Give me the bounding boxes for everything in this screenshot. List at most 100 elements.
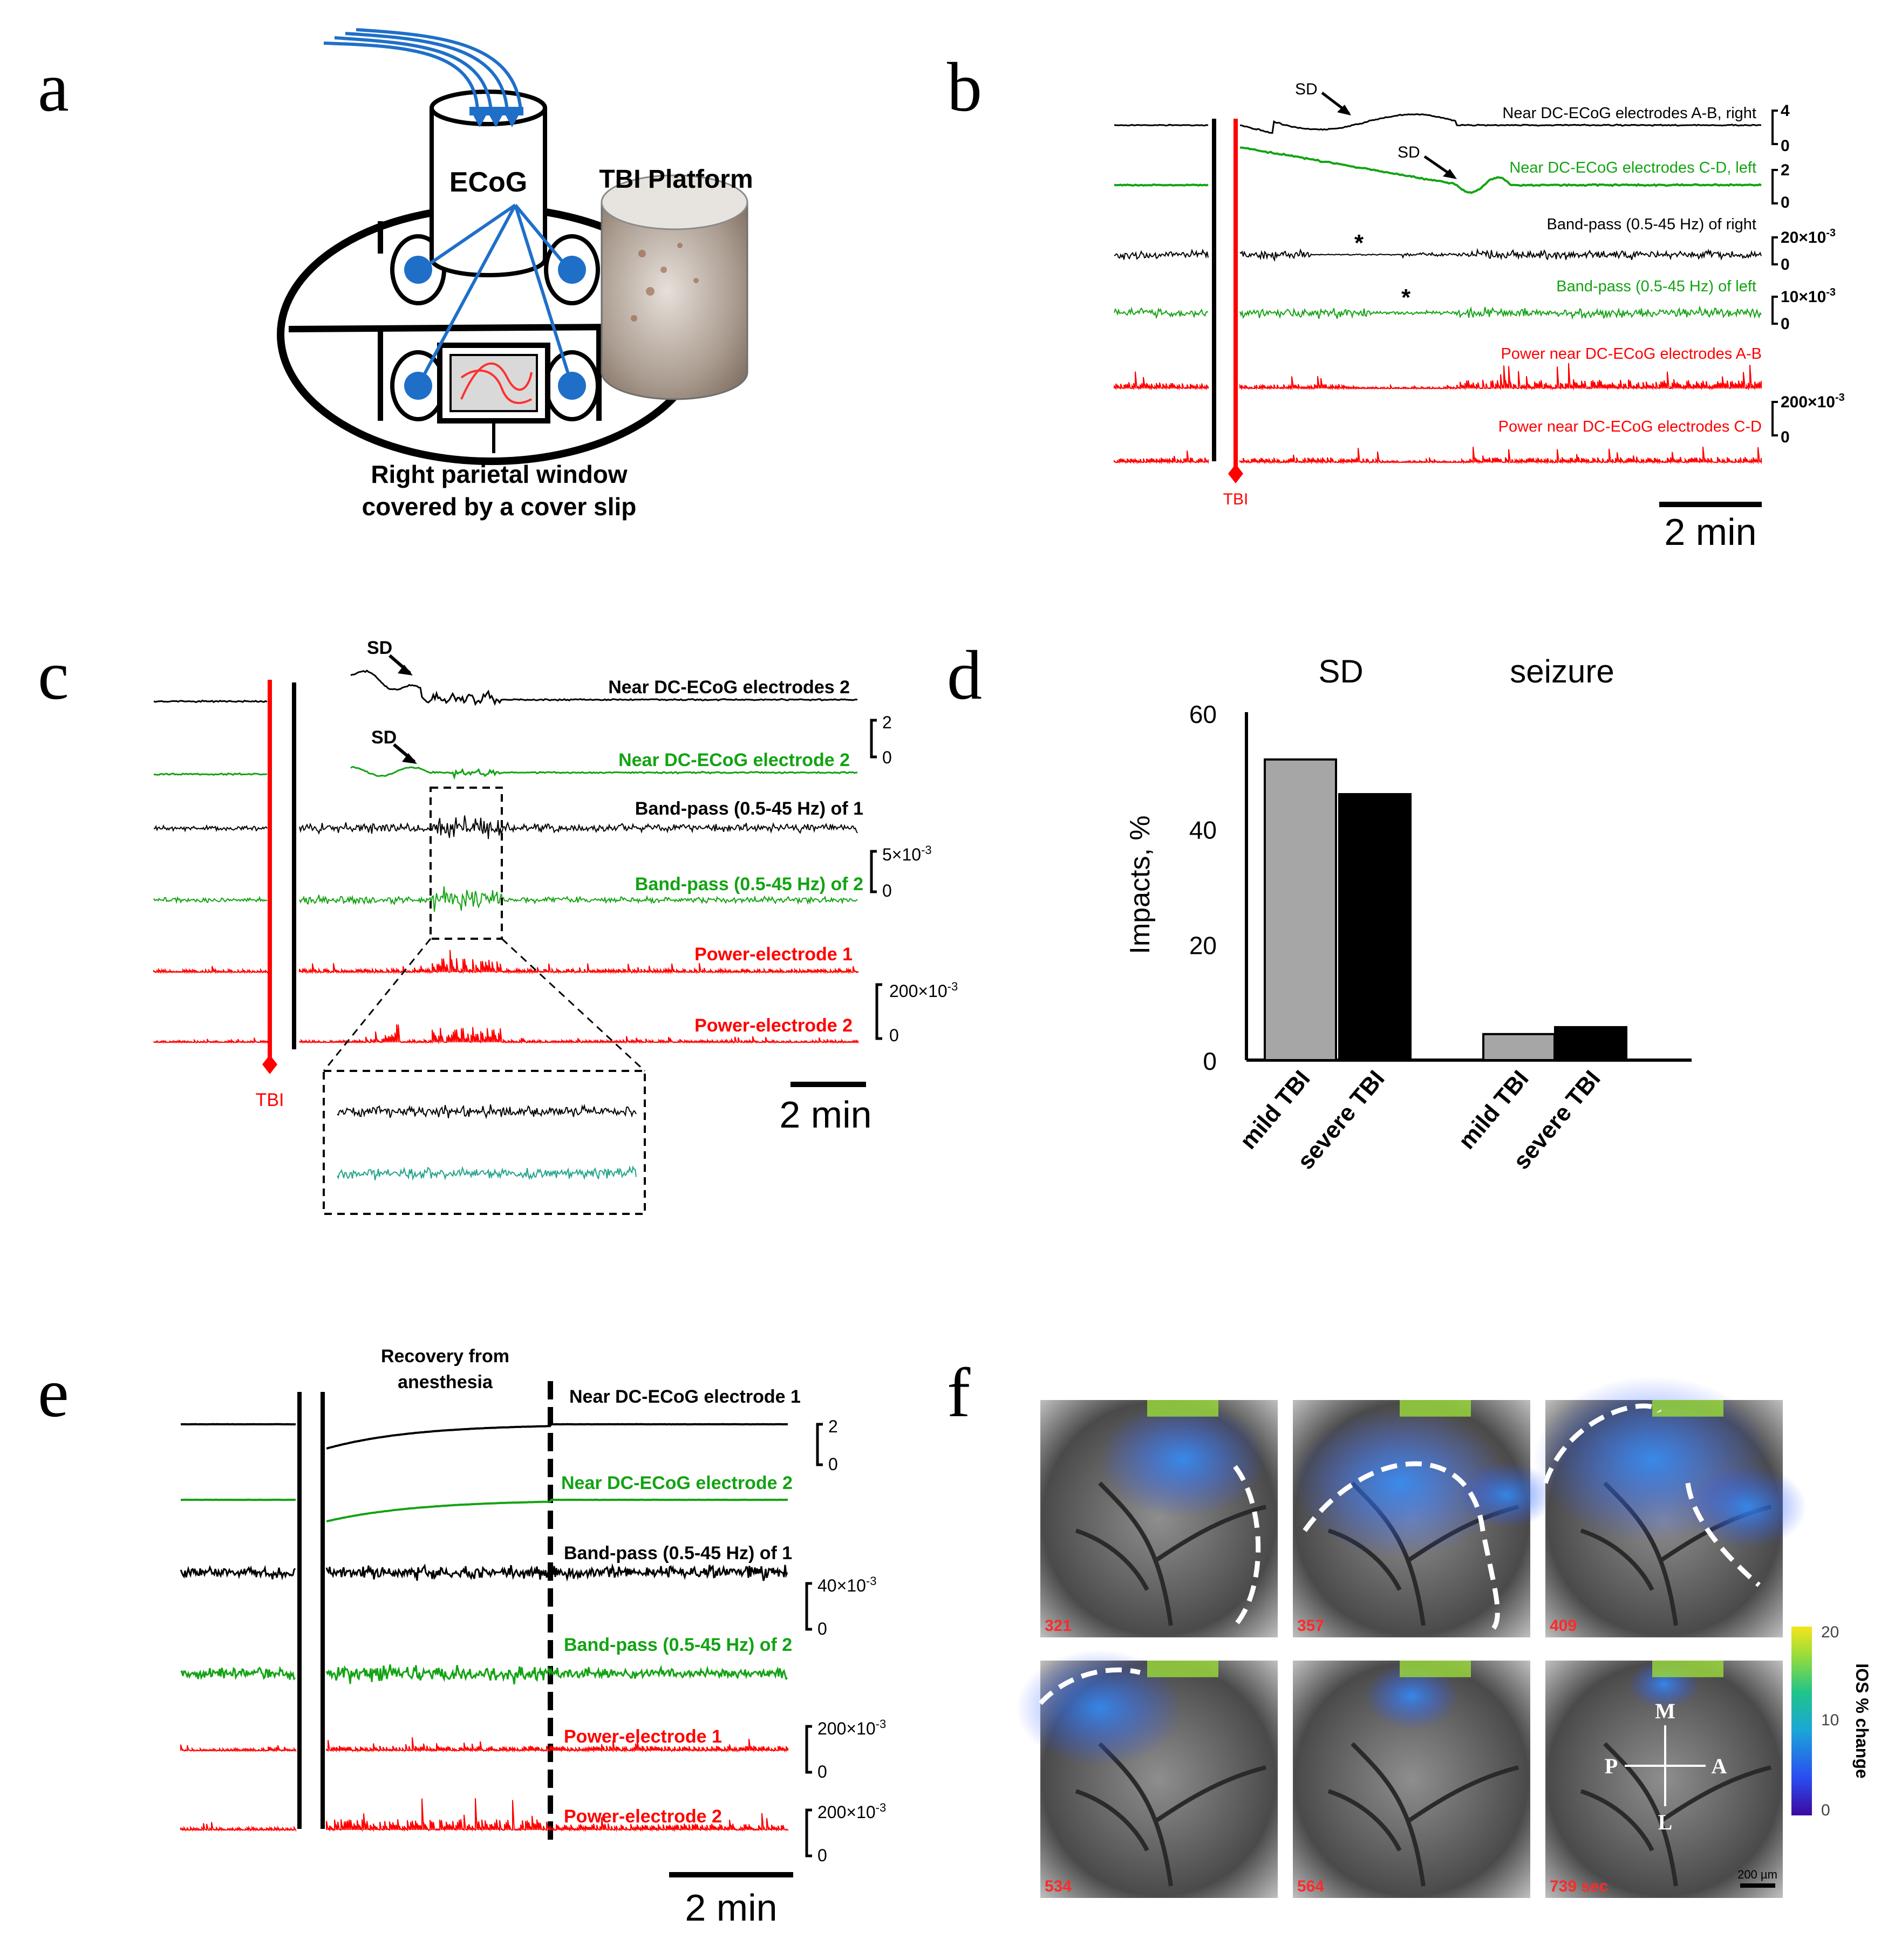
f-colorbar-tick-2: 0 — [1821, 1801, 1830, 1819]
svg-text:0: 0 — [882, 881, 892, 900]
c-trace-dc-2 — [350, 766, 858, 780]
panel-b-traces: TBI SD SD * * Near DC-ECoG electrodes A-… — [1114, 80, 1845, 553]
c-inset-box — [323, 1070, 646, 1215]
c-trace-bp-2 — [299, 886, 858, 912]
c-trace-bp-2 — [153, 896, 268, 904]
f-sd-wavefront — [1038, 1667, 1141, 1705]
b-trace-bp-right — [1114, 248, 1209, 260]
e-trace-power-1 — [180, 1744, 296, 1753]
e-trace-bp-2 — [325, 1664, 788, 1685]
f-ios-signal — [1017, 1650, 1183, 1766]
b-trace-dc-right — [1114, 124, 1209, 127]
panel-letter-c: c — [38, 637, 69, 714]
svg-text:10×10-3: 10×10-3 — [1781, 286, 1836, 306]
svg-text:2: 2 — [1781, 161, 1790, 179]
f-compass-label: P — [1605, 1754, 1618, 1778]
b-asterisk-1: * — [1354, 230, 1364, 256]
b-scale-0: 4 0 — [1771, 102, 1790, 155]
svg-text:5×10-3: 5×10-3 — [882, 843, 932, 864]
e-trace-label-3: Band-pass (0.5-45 Hz) of 2 — [564, 1635, 792, 1655]
e-scale-1: 40×10-3 0 — [805, 1574, 876, 1638]
c-trace-bp-1 — [299, 815, 858, 839]
b-scale-2: 20×10-3 0 — [1771, 227, 1836, 274]
c-scale-1: 5×10-3 0 — [870, 843, 932, 900]
d-group-title-0: SD — [1318, 653, 1363, 689]
d-group-title-1: seizure — [1510, 653, 1614, 689]
c-scale-2: 200×10-3 0 — [875, 980, 958, 1045]
e-trace-power-2 — [326, 1798, 788, 1832]
e-recovery-line1: Recovery from — [381, 1346, 509, 1367]
e-time-scalebar-label: 2 min — [685, 1887, 777, 1929]
f-ios-signal — [1364, 1663, 1459, 1730]
svg-text:0: 0 — [1781, 256, 1790, 274]
c-trace-power-2 — [153, 1037, 268, 1044]
b-trace-label-2: Band-pass (0.5-45 Hz) of right — [1547, 216, 1756, 233]
b-trace-dc-left — [1239, 146, 1762, 194]
c-trace-power-1 — [299, 950, 858, 974]
b-trace-power-cd — [1114, 450, 1209, 465]
svg-text:4: 4 — [1781, 102, 1790, 120]
svg-text:2: 2 — [828, 1417, 838, 1436]
b-trace-power-ab — [1239, 363, 1762, 391]
f-frame: 534 — [1017, 1650, 1278, 1898]
f-sd-wavefront — [1233, 1465, 1261, 1627]
e-trace-power-2 — [180, 1822, 296, 1832]
svg-text:200×10-3: 200×10-3 — [889, 980, 958, 1001]
f-colorbar — [1791, 1627, 1812, 1815]
c-zoom-box — [430, 787, 503, 940]
c-trace-label-4: Power-electrode 1 — [694, 944, 853, 965]
d-ytick-label: 0 — [1203, 1047, 1217, 1075]
f-frame: 409 — [1534, 1376, 1807, 1637]
svg-text:0: 0 — [889, 1026, 899, 1045]
b-trace-label-0: Near DC-ECoG electrodes A-B, right — [1502, 105, 1756, 122]
svg-text:40×10-3: 40×10-3 — [817, 1574, 876, 1595]
e-trace-label-0: Near DC-ECoG electrode 1 — [569, 1387, 801, 1407]
f-frame-time: 357 — [1297, 1617, 1324, 1635]
d-bar — [1482, 1033, 1556, 1062]
f-colorbar-title: IOS % change — [1852, 1663, 1872, 1778]
c-trace-dc-1 — [153, 699, 268, 704]
b-trace-power-ab — [1114, 371, 1209, 391]
c-trace-label-1: Near DC-ECoG electrode 2 — [618, 750, 850, 770]
e-trace-label-1: Near DC-ECoG electrode 2 — [561, 1473, 793, 1493]
window-label-line1: Right parietal window — [371, 460, 628, 488]
e-scale-3: 200×10-3 0 — [805, 1801, 886, 1865]
f-compass-label: A — [1712, 1754, 1727, 1778]
d-ytick-label: 40 — [1189, 816, 1217, 844]
b-scale-4: 200×10-3 0 — [1771, 392, 1845, 446]
c-trace-label-5: Power-electrode 2 — [694, 1015, 853, 1036]
d-bar — [1264, 758, 1337, 1061]
e-trace-bp-1 — [180, 1565, 296, 1581]
e-scale-2: 200×10-3 0 — [805, 1717, 886, 1781]
c-trace-power-1 — [153, 966, 268, 974]
svg-text:0: 0 — [817, 1846, 827, 1865]
b-trace-label-1: Near DC-ECoG electrodes C-D, left — [1509, 159, 1756, 176]
svg-text:0: 0 — [1781, 137, 1790, 155]
svg-text:200×10-3: 200×10-3 — [1781, 392, 1845, 411]
e-scale-0: 2 0 — [816, 1417, 838, 1474]
svg-text:0: 0 — [817, 1619, 827, 1638]
f-frame-time: 564 — [1297, 1877, 1324, 1895]
f-sd-wavefront — [1543, 1403, 1761, 1587]
b-trace-dc-right — [1239, 113, 1762, 134]
f-frame-time: 321 — [1045, 1617, 1072, 1635]
f-ios-signal — [1293, 1408, 1507, 1558]
c-trace-label-3: Band-pass (0.5-45 Hz) of 2 — [635, 874, 863, 894]
panel-letter-a: a — [38, 49, 69, 126]
svg-text:200×10-3: 200×10-3 — [817, 1717, 886, 1738]
b-tbi-label: TBI — [1223, 490, 1249, 508]
c-trace-dc-2 — [153, 772, 268, 776]
panel-letter-f: f — [947, 1354, 971, 1432]
tbi-platform-top — [601, 174, 748, 230]
tbi-platform-label: TBI Platform — [599, 165, 753, 194]
c-sd-label-2: SD — [371, 727, 397, 748]
b-time-scalebar-label: 2 min — [1664, 511, 1756, 553]
f-frame-time: 739 sec — [1550, 1877, 1608, 1895]
panel-a-schematic: ECoG TBI Platform Right parietal window … — [277, 28, 753, 521]
d-ylabel: Impacts, % — [1124, 815, 1156, 954]
f-ios-signal — [1688, 1465, 1807, 1548]
b-trace-power-cd — [1239, 446, 1762, 465]
